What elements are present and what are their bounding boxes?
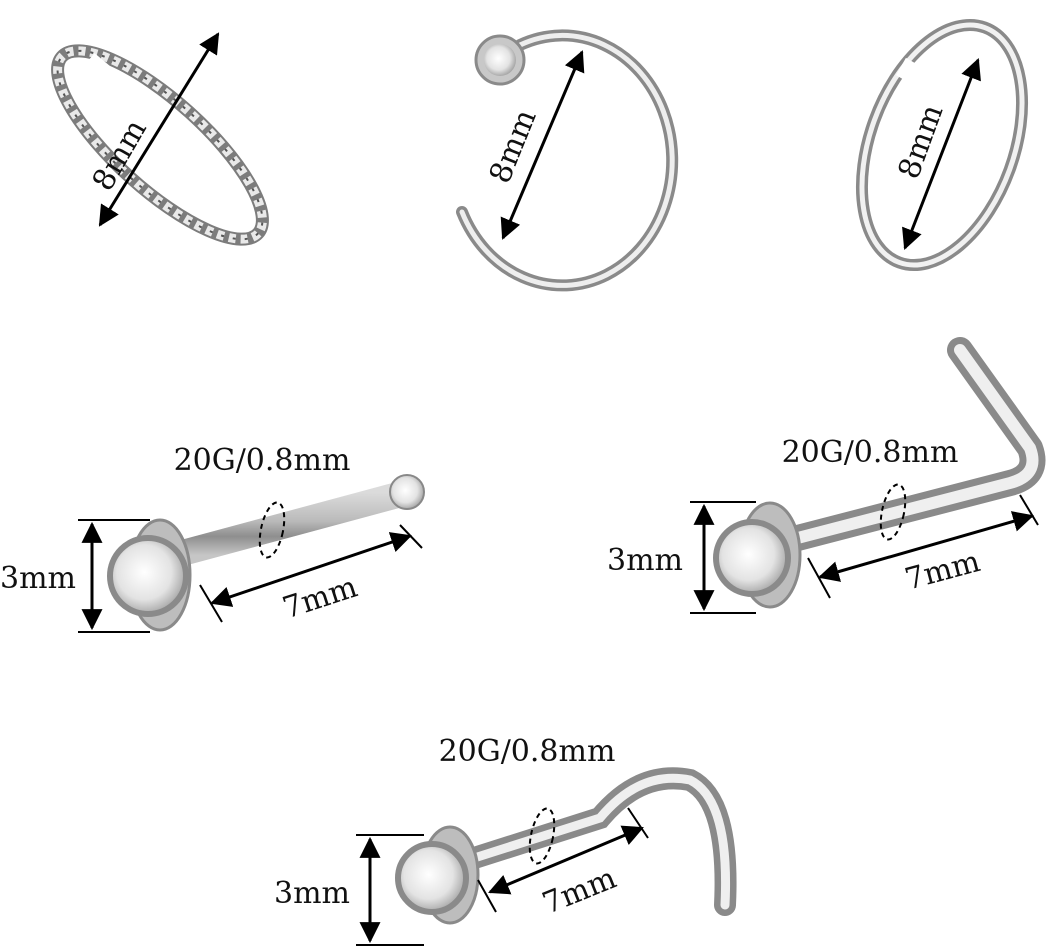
l-stud-head-label: 3mm [607, 543, 683, 578]
gem-hoop-ring: 8mm [456, 29, 679, 292]
screw-stud-gauge-label: 20G/0.8mm [439, 734, 616, 769]
gem-hoop-diameter-label: 8mm [483, 105, 544, 189]
screw-stud-length-label: 7mm [538, 861, 622, 922]
bone-stud-ball [389, 474, 425, 510]
l-stud-gauge-label: 20G/0.8mm [782, 435, 959, 470]
plain-hoop-ring: 8mm [855, 18, 1029, 272]
bone-stud-gem [107, 535, 189, 617]
l-shape-stud: 20G/0.8mm 3mm 7mm [607, 337, 1046, 614]
l-stud-gem [713, 519, 791, 597]
screw-stud: 20G/0.8mm 3mm 7mm [274, 734, 737, 946]
bone-stud: 20G/0.8mm 3mm 7mm [0, 443, 425, 633]
bone-stud-head-label: 3mm [0, 561, 76, 596]
screw-stud-gem [395, 841, 469, 915]
bone-stud-gauge-label: 20G/0.8mm [174, 443, 351, 478]
bone-stud-length-label: 7mm [279, 570, 362, 627]
l-stud-length-label: 7mm [901, 544, 983, 597]
plain-hoop-diameter-label: 8mm [892, 100, 951, 183]
screw-stud-head-label: 3mm [274, 876, 350, 911]
twisted-ring: 8mm [51, 32, 269, 246]
